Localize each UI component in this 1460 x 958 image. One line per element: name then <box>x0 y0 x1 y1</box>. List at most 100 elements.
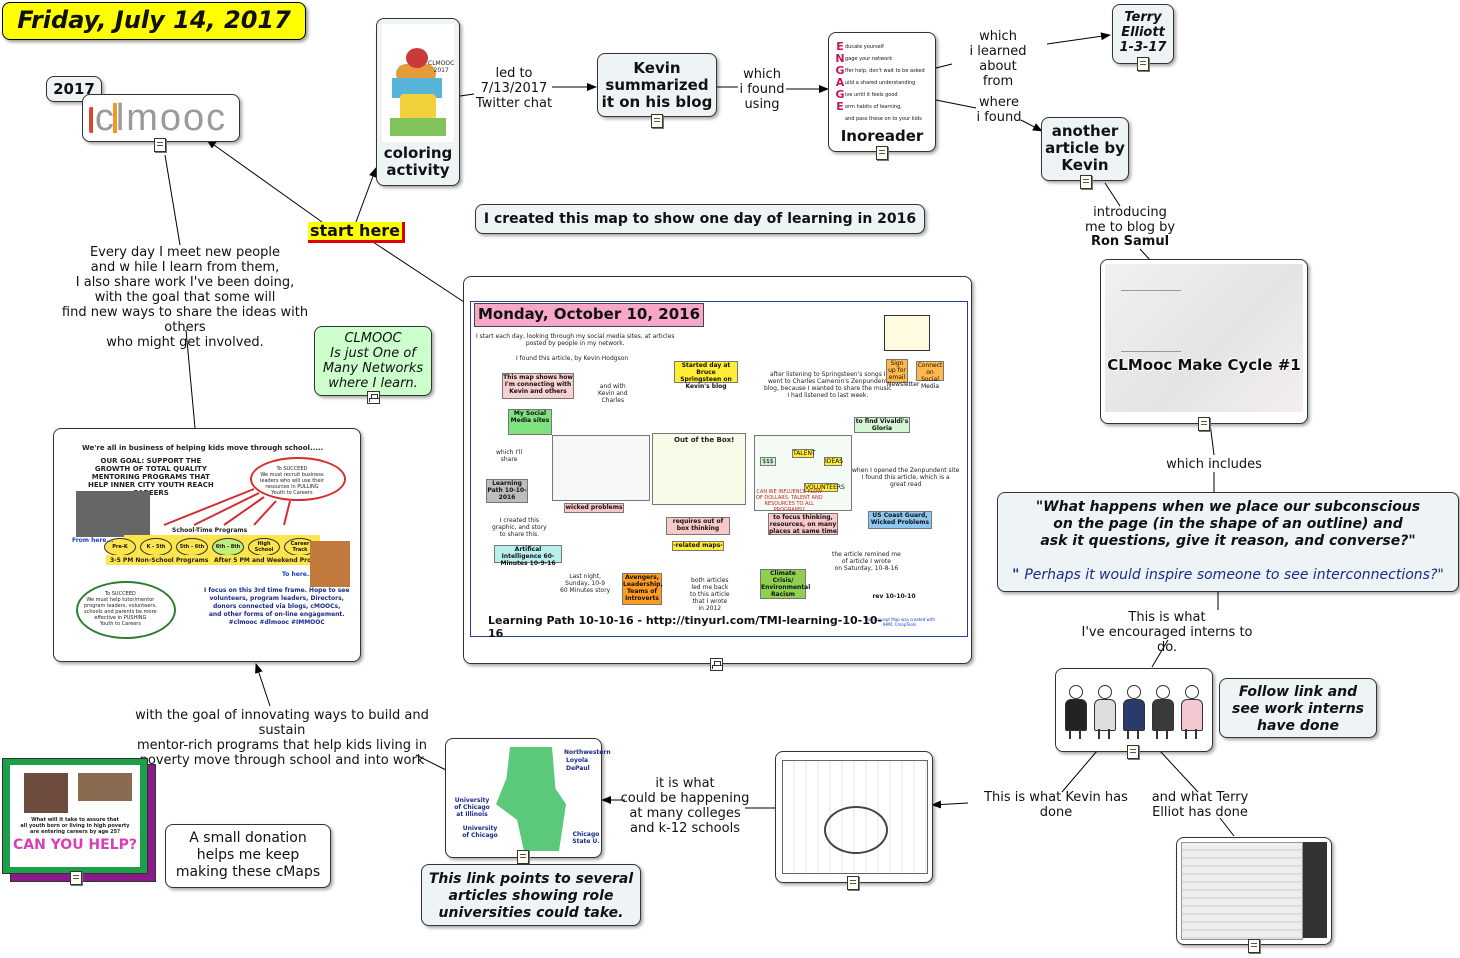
make-cycle-node[interactable]: CLMooc Make Cycle #1 <box>1100 259 1308 424</box>
inoreader-line: ive until it feels good <box>845 92 898 98</box>
quote-node: "What happens when we place our subconsc… <box>997 492 1459 592</box>
quote-secondary: " Perhaps it would inspire someone to se… <box>998 567 1458 583</box>
can-you-help-text: What will it take to assure that all you… <box>20 817 130 835</box>
line-terrydone-to-map <box>1219 817 1235 837</box>
can-you-help-title: CAN YOU HELP? <box>12 837 138 853</box>
can-you-help-photo-2 <box>78 773 132 801</box>
cmap-icon[interactable] <box>710 658 723 671</box>
can-you-help-node[interactable]: What will it take to assure that all you… <box>2 758 148 874</box>
lp-climate: Climate Crisis/ Environmental Racism <box>760 569 811 599</box>
strategy-from-here: From here... <box>72 537 114 544</box>
terry-elliott-node[interactable]: Terry Elliott 1-3-17 <box>1112 4 1174 64</box>
interns-sketch-node[interactable] <box>1055 668 1213 752</box>
lp-shows: This map shows how I'm connecting with K… <box>502 373 574 399</box>
strategy-nonschool-band <box>106 555 326 565</box>
lp-last-night: Last night, Sunday, 10-9 60 Minutes stor… <box>560 573 611 594</box>
learning-path-title: Monday, October 10, 2016 <box>474 303 704 327</box>
lp-signup: Sign up for email Newsletter <box>886 359 920 388</box>
make-cycle-thumb <box>1105 264 1303 412</box>
cmap-icon[interactable] <box>367 391 380 404</box>
doc-icon[interactable] <box>1248 939 1260 953</box>
lp-cmap-credit: This Concept Map was created with IHMC C… <box>864 617 936 627</box>
label-terry-done: and what Terry Elliot has done <box>1151 790 1249 820</box>
kevin-blog-node[interactable]: Kevin summarized it on his blog <box>597 53 717 117</box>
article-diagram-oval <box>824 806 888 854</box>
line-start-to-coloring <box>355 167 377 223</box>
chicago-map-node[interactable]: Northwestern Loyola DePaul University of… <box>445 738 611 858</box>
learning-path-footer: Learning Path 10-10-16 - http://tinyurl.… <box>488 614 883 640</box>
doc-icon[interactable] <box>154 138 166 152</box>
lp-thumb-2 <box>652 433 746 505</box>
label-ron-samul: Ron Samul <box>1090 234 1170 249</box>
doc-icon[interactable] <box>1137 57 1149 71</box>
lp-which-share: which I'll share <box>496 449 523 463</box>
doc-icon[interactable] <box>517 850 529 864</box>
make-cycle-lines <box>1121 290 1181 352</box>
strategy-focus: I focus on this 3rd time frame. Hope to … <box>204 587 350 626</box>
inoreader-label: Inoreader <box>840 127 924 145</box>
quote-secondary-text: Perhaps it would inspire someone to see … <box>1024 567 1444 583</box>
can-you-help-photo-1 <box>24 773 68 813</box>
follow-link-node: Follow link and see work interns have do… <box>1219 678 1377 738</box>
doc-icon[interactable] <box>70 871 82 885</box>
learning-path-node[interactable]: Monday, October 10, 2016 I start each da… <box>463 276 972 664</box>
lp-thumb-3 <box>754 435 852 511</box>
chicago-label-uchicago: University of Chicago <box>462 825 498 839</box>
article-diagram-node[interactable] <box>775 751 933 883</box>
doc-icon[interactable] <box>651 114 663 128</box>
label-kevin-done: This is what Kevin has done <box>984 790 1128 820</box>
doc-icon[interactable] <box>1198 417 1210 431</box>
chicago-label-north: Northwestern <box>564 749 611 756</box>
start-here-button[interactable]: start here <box>308 222 405 243</box>
clmooc-network-node[interactable]: CLMOOC Is just One of Many Networks wher… <box>314 326 432 396</box>
quote-mark: " <box>1012 567 1025 583</box>
lp-wicked: wicked problems <box>564 503 624 513</box>
label-goal-innovating: with the goal of innovating ways to buil… <box>135 708 429 768</box>
lp-thumb-1 <box>552 435 650 501</box>
lp-rev: rev 10-10-10 <box>872 593 916 603</box>
line-interns-to-kevindone <box>1061 750 1098 793</box>
chicago-label-csu: Chicago State U. <box>572 831 600 845</box>
lp-intro: I start each day, looking through my soc… <box>476 333 675 347</box>
inoreader-line: and pass these on to your kids <box>845 116 922 122</box>
label-where-found: where i found <box>976 95 1022 125</box>
lp-social: My Social Media sites <box>508 409 552 435</box>
strategy-photo <box>76 491 150 537</box>
strategy-stage: 6th - 8th <box>212 538 244 556</box>
line-everyday-to-clmooc <box>164 154 181 246</box>
lp-and-with: and with Kevin and Charles <box>598 383 628 404</box>
lp-avengers: Avengers, Leadership, Teams of Introvert… <box>622 573 663 605</box>
line-goal-to-strategy <box>255 663 271 707</box>
inoreader-line: uild a shared understanding <box>845 80 916 86</box>
coloring-activity-node[interactable]: CLMOOC 2017 coloring activity <box>376 18 460 186</box>
lp-both: both articles led me back to this articl… <box>690 577 730 612</box>
doc-icon[interactable] <box>1127 745 1139 759</box>
another-article-node[interactable]: another article by Kevin <box>1041 117 1129 181</box>
lp-created: I created this graphic, and story to sha… <box>492 517 547 538</box>
doc-icon[interactable] <box>876 146 888 160</box>
chicago-label-depaul: DePaul <box>566 765 590 772</box>
line-interns-to-terrydone <box>1159 750 1199 793</box>
terry-map-thumb <box>1181 842 1303 940</box>
doc-icon[interactable] <box>1080 175 1092 189</box>
strategy-succeed-top: To SUCCEED We must recruit business lead… <box>260 466 324 496</box>
terry-map-node[interactable] <box>1176 837 1332 945</box>
line-inoreader-to-where <box>935 99 977 109</box>
learning-path-frame <box>470 301 968 637</box>
lp-related: -related maps- <box>672 541 724 551</box>
label-happening: it is what could be happening at many co… <box>620 776 750 836</box>
clmooc-logo-node[interactable]: clmooc <box>82 94 240 142</box>
inoreader-line: ffer help, don't wait to be asked <box>845 68 925 74</box>
strategy-school-time: School-Time Programs <box>172 527 248 534</box>
strategy-header: We're all in business of helping kids mo… <box>82 444 324 452</box>
doc-icon[interactable] <box>847 876 859 890</box>
label-which-i-found: which i found using <box>739 67 785 112</box>
terry-map-sidebar <box>1303 842 1327 938</box>
strategy-map-node[interactable]: We're all in business of helping kids mo… <box>53 428 361 662</box>
strategy-stage: 5th - 6th <box>176 538 208 556</box>
strategy-succeed-top-oval <box>250 457 346 501</box>
coloring-thumb-text: CLMOOC 2017 <box>428 60 455 74</box>
inoreader-line: orm habits of learning, <box>845 104 902 110</box>
